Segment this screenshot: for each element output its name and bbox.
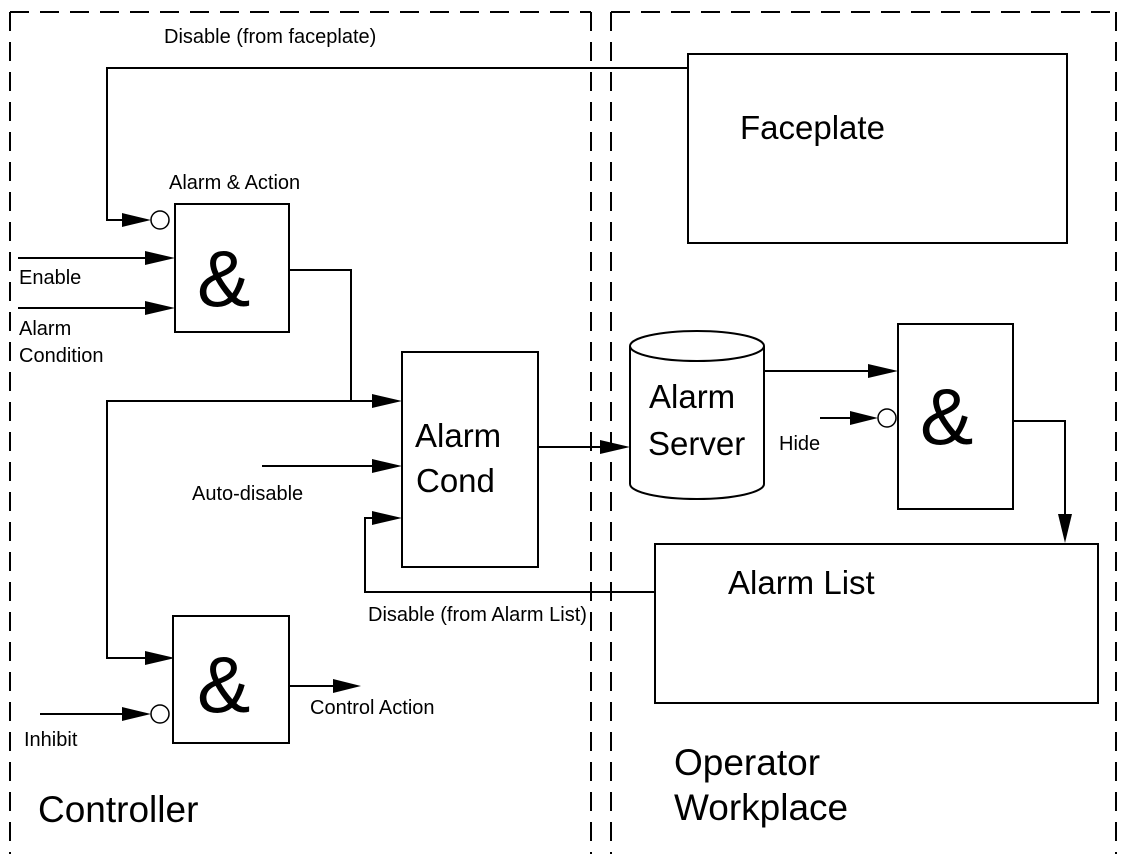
controller-region-label: Controller (38, 789, 198, 830)
feedback-bus-line (106, 400, 351, 659)
disable-faceplate-arrowhead (122, 213, 151, 227)
alarm-action-and-gate (174, 203, 290, 333)
enable-arrowhead (145, 251, 175, 265)
disable-alarm-list-arrowhead (372, 511, 402, 525)
control-action-and-gate (172, 615, 290, 744)
gate-to-list-arrowhead (1058, 514, 1072, 543)
alarm-action-and-symbol: & (197, 234, 250, 323)
alarm-action-output-line (289, 269, 372, 402)
alarm-condition-label-1: Alarm (19, 318, 71, 340)
faceplate-box (687, 53, 1068, 244)
alarm-cond-label-1: Alarm (415, 417, 501, 454)
control-action-label: Control Action (310, 697, 435, 719)
operator-workplace-region-border (610, 11, 1117, 854)
disable-faceplate-line (106, 67, 688, 221)
controller-region-border (9, 11, 592, 854)
faceplate-label: Faceplate (740, 109, 885, 146)
alarm-list-box (654, 543, 1099, 704)
alarm-cond-box (401, 351, 539, 568)
control-action-and-symbol: & (197, 640, 250, 729)
feedback-bus-arrowhead (145, 651, 175, 665)
alarm-cond-label-2: Cond (416, 462, 495, 499)
hide-arrowhead (850, 411, 878, 425)
auto-disable-arrowhead (372, 459, 402, 473)
alarm-condition-label-2: Condition (19, 345, 104, 367)
inhibit-inversion-circle (150, 704, 170, 724)
hide-label: Hide (779, 433, 820, 455)
alarm-action-label: Alarm & Action (169, 172, 300, 194)
operator-region-label-1: Operator (674, 742, 820, 783)
hide-and-symbol: & (920, 372, 973, 461)
alarm-condition-arrowhead (145, 301, 175, 315)
alarm-server-label-2: Server (648, 425, 745, 462)
alarm-action-output-arrowhead (372, 394, 402, 408)
inhibit-label: Inhibit (24, 729, 78, 751)
auto-disable-label: Auto-disable (192, 483, 303, 505)
disable-alarm-list-label: Disable (from Alarm List) (368, 604, 587, 626)
enable-label: Enable (19, 267, 81, 289)
alarm-server-label-1: Alarm (649, 378, 735, 415)
inhibit-arrowhead (122, 707, 151, 721)
control-action-arrowhead (333, 679, 361, 693)
alarm-server-cylinder (629, 330, 765, 500)
operator-region-label-2: Workplace (674, 787, 848, 828)
gate-to-list-line (1013, 420, 1066, 518)
disable-inversion-circle (150, 210, 170, 230)
hide-and-gate (897, 323, 1014, 510)
cond-to-server-arrowhead (600, 440, 630, 454)
hide-inversion-circle (877, 408, 897, 428)
alarm-list-label: Alarm List (728, 564, 875, 601)
server-to-gate-arrowhead (868, 364, 898, 378)
disable-alarm-list-line (364, 517, 655, 593)
disable-faceplate-label: Disable (from faceplate) (164, 26, 376, 48)
